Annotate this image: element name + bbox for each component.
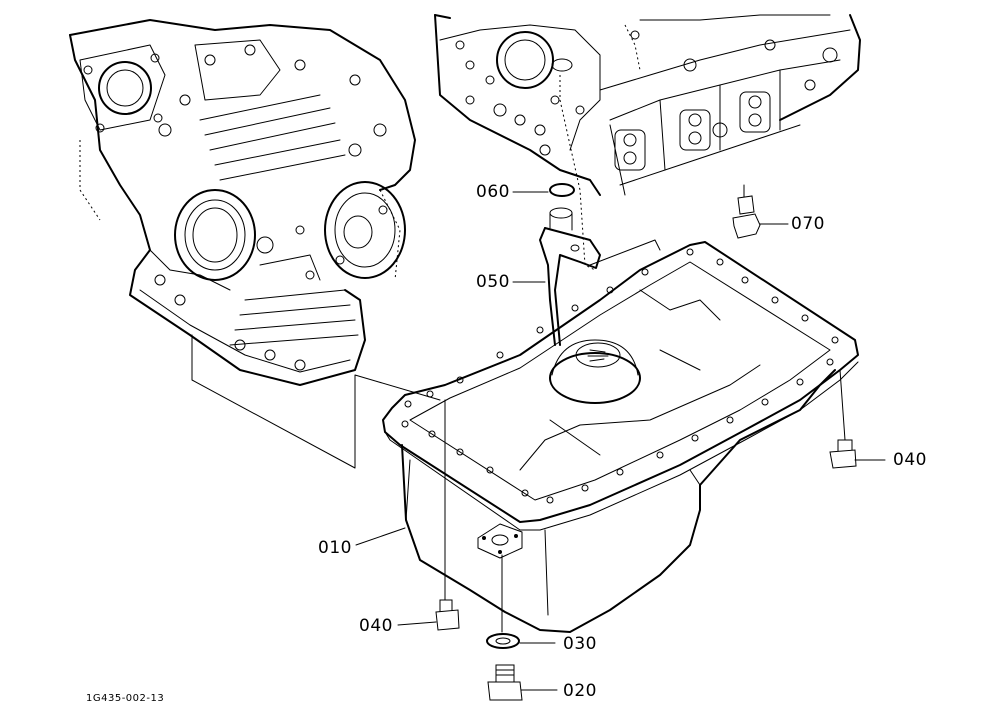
part-label-010: 010	[318, 538, 352, 558]
part-label-060: 060	[476, 182, 510, 202]
oil-pan	[382, 241, 859, 633]
o-ring	[512, 183, 575, 197]
bolt-070	[732, 184, 789, 239]
part-label-020: 020	[563, 681, 597, 701]
oil-strainer	[539, 207, 641, 404]
bolt-040-left	[397, 399, 460, 631]
drain-plug-020	[487, 664, 558, 701]
part-label-040-left: 040	[359, 616, 393, 636]
washer-030	[486, 554, 556, 649]
leader-010	[355, 527, 406, 546]
drawing-code: 1G435-002-13	[86, 693, 165, 704]
bolt-040-right	[829, 369, 886, 469]
part-label-040-right: 040	[893, 450, 927, 470]
flange-bolt-holes	[401, 248, 839, 504]
engine-gear-case	[69, 19, 441, 469]
engine-cylinder-block	[434, 14, 861, 271]
part-label-030: 030	[563, 634, 597, 654]
part-label-050: 050	[476, 272, 510, 292]
part-label-070: 070	[791, 214, 825, 234]
